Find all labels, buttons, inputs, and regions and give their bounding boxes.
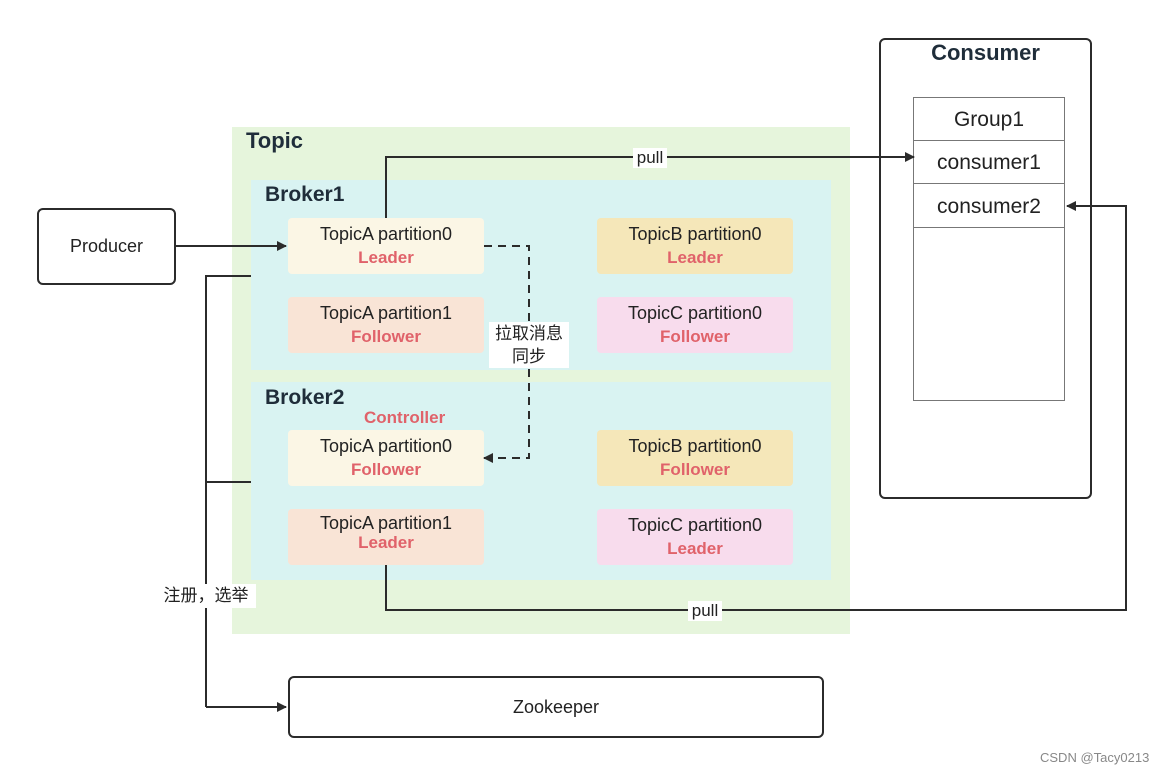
sync-label: 拉取消息 同步 <box>489 322 569 368</box>
zookeeper-label: Zookeeper <box>512 697 600 717</box>
producer-label: Producer <box>69 236 144 256</box>
broker1-register-line <box>205 275 251 707</box>
partition-name: TopicA partition1 <box>319 513 453 533</box>
partition-name: TopicA partition0 <box>319 436 453 456</box>
watermark: CSDN @Tacy0213 <box>1040 750 1150 765</box>
topic-title: Topic <box>246 128 304 153</box>
pull-label-bottom: pull <box>688 601 722 621</box>
broker2-title: Broker2 <box>265 386 345 409</box>
controller-badge: Controller <box>364 408 446 427</box>
register-elect-label: 注册，选举 <box>156 584 256 608</box>
partition-role: Leader <box>667 248 723 267</box>
partition-name: TopicA partition1 <box>319 303 453 323</box>
broker2-topica-partition0: TopicA partition0 Follower <box>288 430 484 486</box>
consumer-group-box <box>913 97 1065 401</box>
broker1-topica-partition1: TopicA partition1 Follower <box>288 297 484 353</box>
partition-role: Follower <box>351 327 421 346</box>
broker1-topica-partition0: TopicA partition0 Leader <box>288 218 484 274</box>
pull-arrow-consumer1 <box>385 152 915 218</box>
partition-role: Follower <box>660 460 730 479</box>
pull-arrow-consumer2 <box>385 201 1127 611</box>
partition-name: TopicA partition0 <box>319 224 453 244</box>
group-row-group1: Group1 <box>913 98 1065 141</box>
broker1-topicb-partition0: TopicB partition0 Leader <box>597 218 793 274</box>
partition-name: TopicC partition0 <box>627 515 763 535</box>
broker2-topicb-partition0: TopicB partition0 Follower <box>597 430 793 486</box>
partition-role: Leader <box>667 539 723 558</box>
broker1-topicc-partition0: TopicC partition0 Follower <box>597 297 793 353</box>
partition-name: TopicB partition0 <box>628 224 762 244</box>
partition-name: TopicB partition0 <box>628 436 762 456</box>
partition-role: Follower <box>660 327 730 346</box>
broker2-topicc-partition0: TopicC partition0 Leader <box>597 509 793 565</box>
partition-role: Follower <box>351 460 421 479</box>
partition-name: TopicC partition0 <box>627 303 763 323</box>
sync-label-line1: 拉取消息 <box>495 324 563 343</box>
broker2-topica-partition1: TopicA partition1 Leader <box>288 509 484 565</box>
partition-role: Leader <box>358 533 414 552</box>
producer-node: Producer <box>37 208 176 285</box>
consumer-title: Consumer <box>931 40 1040 65</box>
zookeeper-node: Zookeeper <box>288 676 824 738</box>
sync-label-line2: 同步 <box>512 347 546 366</box>
broker1-title: Broker1 <box>265 183 345 206</box>
pull-label-top: pull <box>633 148 667 168</box>
partition-role: Leader <box>358 248 414 267</box>
group-row-consumer1: consumer1 <box>913 141 1065 184</box>
group-row-consumer2: consumer2 <box>913 185 1065 228</box>
